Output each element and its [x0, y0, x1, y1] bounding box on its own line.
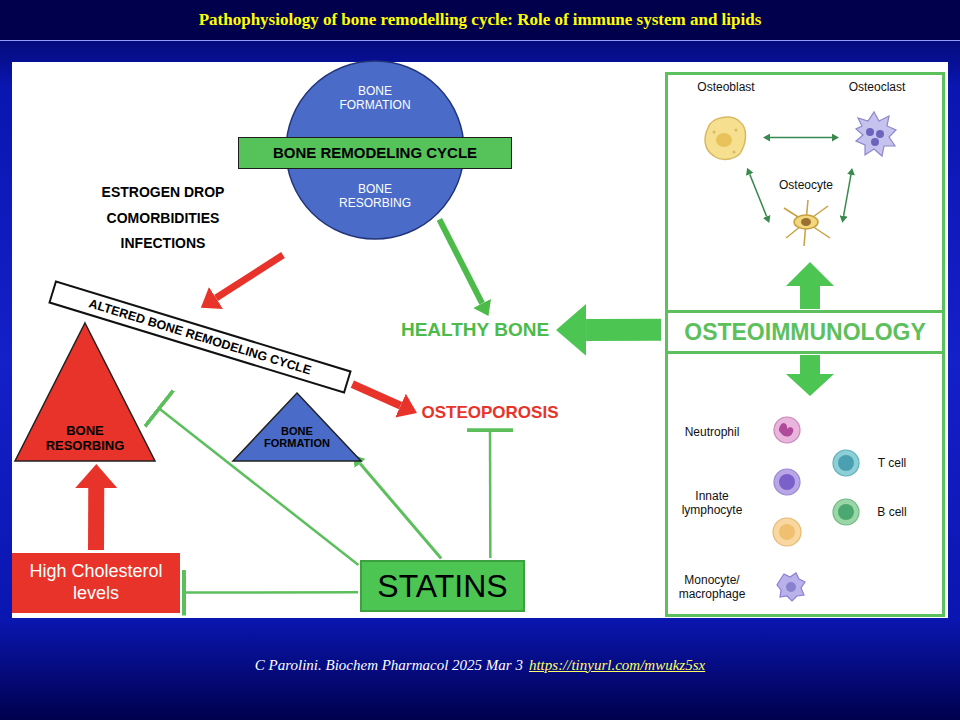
circle-text: BONE FORMATION	[335, 84, 415, 112]
outcome-text: HEALTHY BONE	[401, 319, 549, 342]
t-cell-icon	[833, 450, 859, 476]
label-holder: ESTROGEN DROP	[102, 184, 225, 200]
cell-node: Osteoblast	[692, 80, 760, 166]
arrow-connector	[844, 175, 851, 216]
cause-arrow	[216, 255, 283, 298]
label-holder: https://tinyurl.com/mwukz5sx	[529, 657, 705, 674]
cell-label: B cell	[877, 505, 906, 519]
factor-label: INFECTIONS	[121, 235, 206, 251]
arrow-connector	[586, 319, 661, 341]
band-text: BONE REMODELING CYCLE	[273, 146, 477, 160]
factor-label: COMORBIDITIES	[107, 210, 220, 226]
innate-lymphocyte-icon	[773, 469, 801, 546]
arrow-connector	[770, 137, 832, 139]
arrow-connector	[352, 384, 400, 406]
cell-label: Osteoclast	[849, 80, 906, 94]
triangle-text: BONE FORMATION	[262, 425, 332, 450]
inhibition-line	[184, 591, 358, 594]
caption-row: C Parolini. Biochem Pharmacol 2025 Mar 3…	[0, 652, 960, 678]
arrow-connector	[88, 488, 104, 550]
outcome-text: OSTEOPOROSIS	[422, 403, 559, 423]
cell-label: Osteoblast	[697, 80, 754, 94]
caption: C Parolini. Biochem Pharmacol 2025 Mar 3	[255, 657, 523, 674]
outcome-label: OSTEOPOROSIS	[422, 403, 559, 423]
arrow-connector	[360, 463, 441, 558]
down-arrow	[786, 355, 834, 396]
formation-triangle: BONE FORMATION	[232, 392, 362, 462]
box-text: STATINS	[377, 568, 507, 605]
label-holder: Innate lymphocyte	[672, 489, 752, 518]
label-holder: INFECTIONS	[121, 235, 206, 251]
panel-heading: OSTEOIMMUNOLOGY	[668, 310, 942, 354]
cycle-circle: BONE FORMATIONBONE RESORBINGBONE REMODEL…	[285, 60, 465, 240]
circle-text: BONE RESORBING	[335, 182, 415, 210]
b-cell-icon	[833, 499, 859, 525]
title-holder: Pathophysiology of bone remodelling cycl…	[0, 0, 960, 40]
factor-label: ESTROGEN DROP	[102, 184, 225, 200]
box-text: ALTERED BONE REMODELING CYCLE	[87, 296, 313, 377]
osteoclast-icon	[856, 112, 896, 156]
label-holder: T cell	[878, 456, 906, 470]
osteoimmunology-panel: OSTEOIMMUNOLOGY Osteoblast OsteoclastOsteo…	[665, 72, 945, 617]
cell-node: Osteocyte	[770, 178, 842, 250]
arrow-connector	[439, 219, 482, 303]
monocyte-icon	[777, 573, 805, 601]
inhibition-line	[489, 430, 492, 558]
risk-box: High Cholesterol levels	[12, 553, 180, 613]
resorbing-triangle: BONE RESORBING	[14, 322, 156, 462]
cell-label: T cell	[878, 456, 906, 470]
triangle-text: BONE RESORBING	[40, 424, 130, 454]
neutrophil-icon	[774, 417, 800, 443]
osteoblast-icon	[705, 117, 745, 159]
cell-label: Neutrophil	[685, 425, 740, 439]
cell-label: Monocyte/ macrophage	[670, 573, 754, 602]
cell-label: Innate lymphocyte	[672, 489, 752, 518]
cell-node: Osteoclast	[842, 80, 912, 166]
cell-label: Osteocyte	[779, 178, 833, 192]
box-text: High Cholesterol levels	[20, 561, 172, 604]
label-holder: B cell	[877, 505, 906, 519]
osteocyte-icon	[784, 200, 830, 246]
label-holder: Monocyte/ macrophage	[670, 573, 754, 602]
arrow-connector	[750, 174, 767, 216]
up-arrow	[786, 262, 834, 309]
link-text: https://tinyurl.com/mwukz5sx	[529, 657, 705, 674]
outcome-label: HEALTHY BONE	[401, 319, 549, 342]
slide-title: Pathophysiology of bone remodelling cycl…	[199, 10, 762, 30]
cycle-band: BONE REMODELING CYCLE	[238, 137, 512, 169]
label-holder: COMORBIDITIES	[107, 210, 220, 226]
label-holder: Neutrophil	[685, 425, 740, 439]
drug-box: STATINS	[360, 560, 525, 612]
